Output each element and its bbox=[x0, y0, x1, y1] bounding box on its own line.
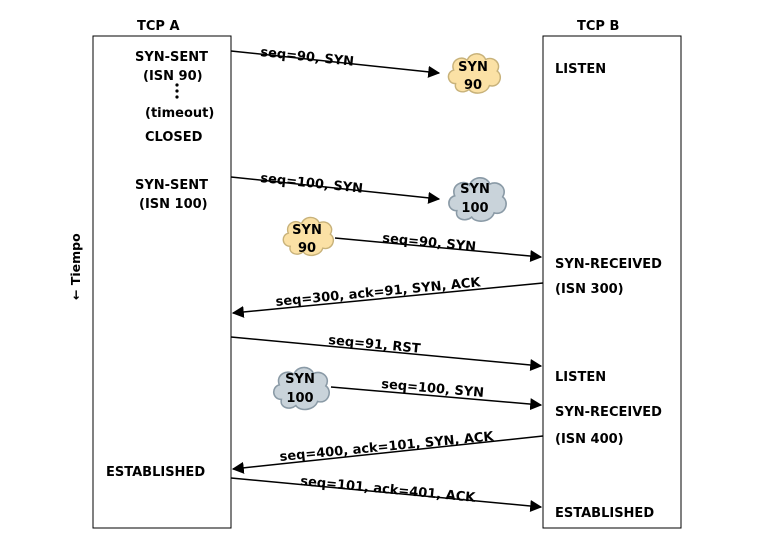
state-a-isn-90: (ISN 90) bbox=[143, 69, 203, 84]
msg-seq100-syn-1: seq=100, SYN bbox=[260, 171, 364, 197]
cloud-4-bottom: 100 bbox=[286, 391, 313, 406]
cloud-1-top: SYN bbox=[458, 60, 488, 75]
msg-rst: seq=91, RST bbox=[328, 333, 422, 357]
cloud-syn-90-delayed: SYN 90 bbox=[282, 216, 335, 257]
state-a-established: ESTABLISHED bbox=[106, 465, 205, 480]
cloud-2-bottom: 100 bbox=[461, 201, 488, 216]
msg-syn-ack-300: seq=300, ack=91, SYN, ACK bbox=[275, 275, 482, 310]
msg-seq90-syn-1: seq=90, SYN bbox=[260, 45, 355, 70]
state-b-syn-received-2: SYN-RECEIVED bbox=[555, 405, 662, 420]
timeout-dots bbox=[175, 83, 179, 99]
state-a-syn-sent-2: SYN-SENT bbox=[135, 178, 208, 193]
cloud-syn-100-delayed: SYN 100 bbox=[448, 176, 507, 222]
tcp-b-header: TCP B bbox=[577, 19, 619, 34]
state-a-closed: CLOSED bbox=[145, 130, 203, 145]
time-axis-label: ← Tiempo bbox=[68, 233, 83, 300]
cloud-1-bottom: 90 bbox=[464, 78, 482, 93]
state-b-isn-400: (ISN 400) bbox=[555, 432, 624, 447]
state-b-listen-2: LISTEN bbox=[555, 370, 606, 385]
state-b-listen-1: LISTEN bbox=[555, 62, 606, 77]
cloud-syn-100-late: SYN 100 bbox=[272, 366, 330, 411]
cloud-3-top: SYN bbox=[292, 223, 322, 238]
tcp-a-header: TCP A bbox=[137, 19, 180, 34]
arrow-seq100-syn-arrives bbox=[330, 386, 543, 411]
state-b-syn-received-1: SYN-RECEIVED bbox=[555, 257, 662, 272]
arrow-rst bbox=[230, 336, 543, 371]
arrow-seq100-syn-delayed bbox=[230, 176, 441, 204]
arrow-seq90-syn-arrives bbox=[334, 237, 543, 262]
state-b-isn-300: (ISN 300) bbox=[555, 282, 624, 297]
arrow-final-ack bbox=[230, 477, 543, 512]
tcp-a-box bbox=[92, 35, 232, 529]
state-a-syn-sent-1: SYN-SENT bbox=[135, 50, 208, 65]
state-a-isn-100: (ISN 100) bbox=[139, 197, 208, 212]
tcp-b-box bbox=[542, 35, 682, 529]
cloud-3-bottom: 90 bbox=[298, 241, 316, 256]
arrow-syn-ack-400 bbox=[231, 435, 544, 474]
msg-syn-ack-400: seq=400, ack=101, SYN, ACK bbox=[279, 429, 495, 465]
state-a-timeout: (timeout) bbox=[145, 106, 214, 121]
msg-final-ack: seq=101, ack=401, ACK bbox=[300, 474, 477, 506]
arrow-seq90-syn-lost bbox=[230, 50, 441, 78]
cloud-4-top: SYN bbox=[285, 372, 315, 387]
state-b-established: ESTABLISHED bbox=[555, 506, 654, 521]
cloud-syn-90-lost: SYN 90 bbox=[447, 53, 502, 94]
msg-seq90-syn-2: seq=90, SYN bbox=[382, 231, 477, 255]
msg-seq100-syn-2: seq=100, SYN bbox=[381, 377, 485, 401]
cloud-2-top: SYN bbox=[460, 182, 490, 197]
arrow-syn-ack-300 bbox=[231, 282, 544, 318]
